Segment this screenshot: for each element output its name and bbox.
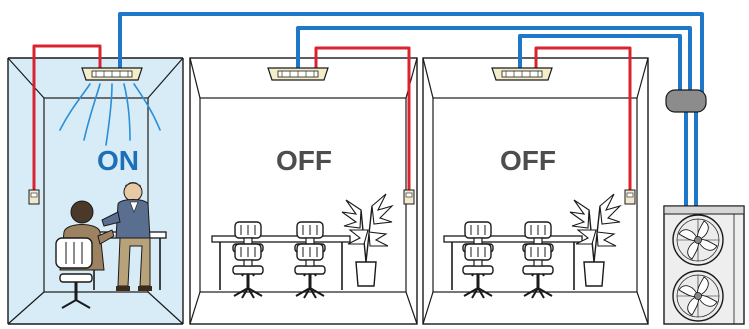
- outdoor-unit-icon: [663, 205, 745, 325]
- airflow-icon: [59, 83, 161, 146]
- branch-box-icon: [665, 89, 707, 113]
- signal-wiring: [32, 44, 632, 190]
- meeting-table: [211, 235, 351, 290]
- room-3: [422, 57, 649, 325]
- room-2-status-label: OFF: [276, 145, 332, 176]
- room-1-status-label: ON: [97, 145, 139, 176]
- refrigerant-piping: [118, 12, 704, 208]
- ceiling-cassette-icon: [491, 67, 553, 81]
- ceiling-cassette-icon: [267, 67, 329, 81]
- wall-controller-icon: [403, 189, 415, 205]
- wall-controller-icon: [624, 189, 636, 205]
- person-icon: [101, 182, 152, 291]
- ceiling-cassette-icon: [81, 67, 143, 81]
- room-3-status-label: OFF: [500, 145, 556, 176]
- office-chair-icon: [55, 237, 93, 309]
- room-2: [189, 57, 418, 325]
- wall-controller-icon: [28, 189, 40, 205]
- meeting-table: [443, 235, 583, 290]
